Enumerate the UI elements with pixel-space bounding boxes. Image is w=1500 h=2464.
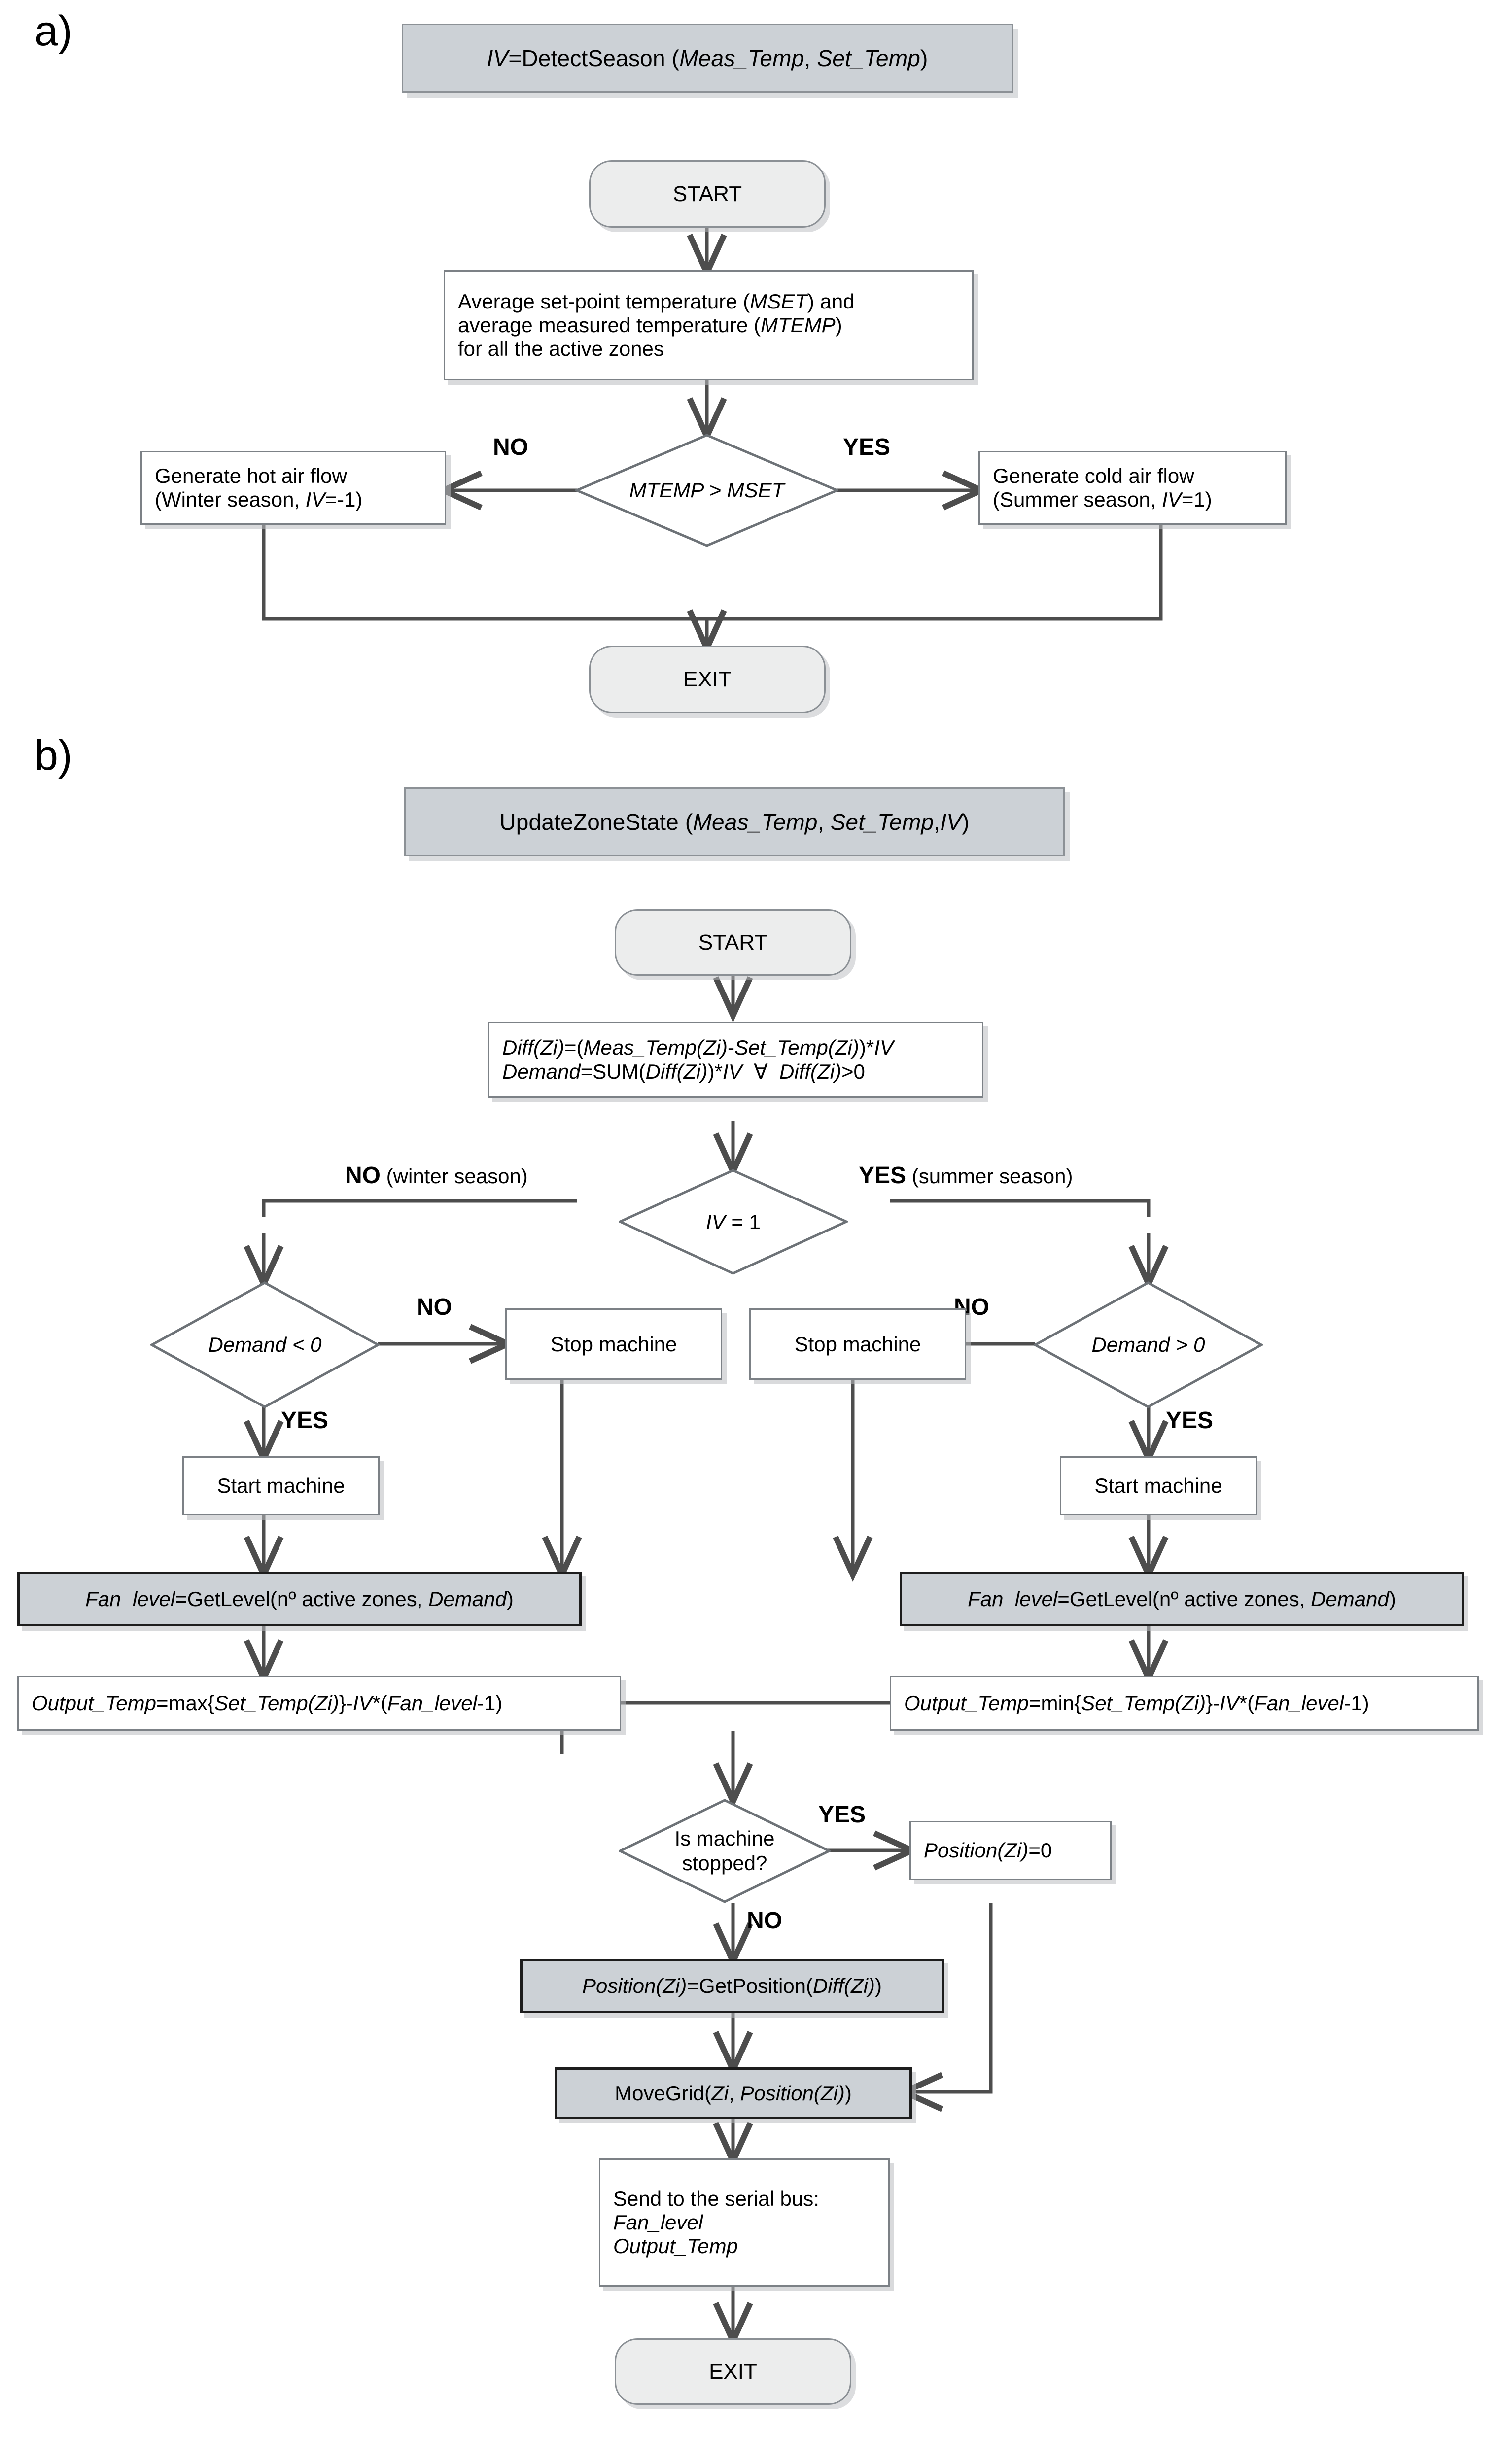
panel-b-stopped-branch-yes: YES — [818, 1802, 866, 1828]
panel-a-cold-air-process: Generate cold air flow(Summer season, IV… — [978, 451, 1287, 525]
panel-b-output-temp-min: Output_Temp=min{Set_Temp(Zi)}-IV*(Fan_le… — [890, 1676, 1479, 1731]
panel-a-decision-mtemp-mset: MTEMP > MSET — [573, 434, 840, 547]
diamond-shape — [149, 1281, 381, 1408]
panel-b-exit-label: EXIT — [709, 2359, 757, 2384]
panel-a-exit-label: EXIT — [683, 667, 732, 691]
panel-b-header-box: UpdateZoneState (Meas_Temp, Set_Temp,IV) — [404, 787, 1065, 856]
panel-b-stop-machine-left: Stop machine — [505, 1308, 722, 1380]
panel-b-movegrid: MoveGrid(Zi, Position(Zi)) — [555, 2067, 912, 2119]
panel-a-start-label: START — [672, 181, 742, 206]
wire-b-iv-yes-branch — [890, 1199, 1151, 1217]
panel-b-decision-iv: IV = 1 — [617, 1169, 850, 1275]
panel-b-position-getposition: Position(Zi)=GetPosition(Diff(Zi)) — [520, 1959, 944, 2013]
panel-a-start-terminator: START — [589, 160, 826, 228]
panel-a-label: a) — [35, 7, 72, 55]
panel-a-header-box: IV=DetectSeason (Meas_Temp, Set_Temp) — [402, 24, 1013, 93]
panel-b-branch-no-winter: NO (winter season) — [345, 1162, 528, 1189]
panel-b-output-temp-max: Output_Temp=max{Set_Temp(Zi)}-IV*(Fan_le… — [17, 1676, 621, 1731]
panel-b-fan-level-left: Fan_level=GetLevel(nº active zones, Dema… — [17, 1572, 582, 1626]
panel-a-average-process: Average set-point temperature (MSET) and… — [444, 270, 974, 380]
diamond-shape — [617, 1169, 850, 1275]
panel-b-start-machine-right: Start machine — [1060, 1456, 1257, 1515]
panel-b-diff-demand-process: Diff(Zi)=(Meas_Temp(Zi)-Set_Temp(Zi))*IV… — [488, 1022, 983, 1098]
panel-b-stop-machine-right: Stop machine — [749, 1308, 966, 1380]
panel-b-decision-demand-lt: Demand < 0 — [149, 1281, 381, 1408]
panel-b-decision-demand-gt: Demand > 0 — [1032, 1281, 1264, 1408]
panel-b-exit-terminator: EXIT — [615, 2338, 851, 2405]
diamond-shape — [617, 1799, 832, 1903]
panel-a-exit-terminator: EXIT — [589, 646, 826, 713]
panel-b-right-branch-yes: YES — [1166, 1407, 1214, 1434]
panel-b-branch-yes-summer: YES (summer season) — [859, 1162, 1073, 1189]
branch-yes-text: YES — [859, 1163, 907, 1189]
panel-a-branch-yes: YES — [843, 434, 891, 460]
panel-b-label: b) — [35, 732, 72, 779]
branch-yes-note: (summer season) — [906, 1164, 1073, 1188]
wire-b-iv-no-branch — [262, 1199, 577, 1217]
panel-b-start-machine-left: Start machine — [182, 1456, 380, 1515]
panel-b-start-terminator: START — [615, 909, 851, 976]
panel-b-stopped-branch-no: NO — [747, 1908, 782, 1934]
diamond-shape — [573, 434, 840, 547]
panel-b-left-branch-yes: YES — [281, 1407, 329, 1434]
branch-no-note: (winter season) — [381, 1164, 528, 1188]
panel-b-position-zero: Position(Zi)=0 — [909, 1821, 1112, 1880]
panel-a-branch-no: NO — [493, 434, 528, 460]
branch-no-text: NO — [345, 1163, 381, 1189]
panel-b-fan-level-right: Fan_level=GetLevel(nº active zones, Dema… — [900, 1572, 1464, 1626]
diamond-shape — [1032, 1281, 1264, 1408]
panel-a-hot-air-process: Generate hot air flow(Winter season, IV=… — [140, 451, 446, 525]
panel-b-left-branch-no: NO — [417, 1294, 452, 1320]
panel-b-start-label: START — [698, 930, 768, 955]
